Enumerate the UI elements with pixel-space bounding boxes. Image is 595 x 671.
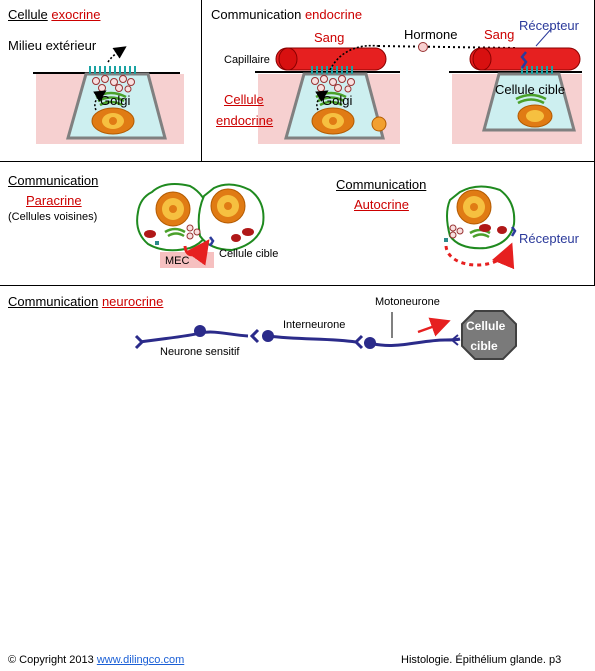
capillary-left bbox=[275, 47, 387, 71]
capillaire-label: Capillaire bbox=[224, 54, 270, 66]
sang-right-label: Sang bbox=[484, 27, 515, 42]
neurone-sensitif-label: Neurone sensitif bbox=[160, 346, 240, 358]
milieu-label: Milieu extérieur bbox=[8, 38, 97, 53]
paracrine-title-1: Communication bbox=[8, 173, 99, 188]
exocrine-golgi-label: Golgi bbox=[100, 93, 131, 108]
neurocrine-title-highlight: neurocrine bbox=[101, 294, 164, 309]
endocrine-title: Communication endocrine bbox=[211, 8, 362, 21]
neurocrine-title-prefix: Communication bbox=[8, 294, 99, 309]
interneurone-label: Interneurone bbox=[283, 319, 346, 331]
neurocrine-title: Communication neurocrine bbox=[8, 295, 163, 308]
motoneurone-label: Motoneurone bbox=[375, 296, 440, 308]
exocrine-title-highlight: exocrine bbox=[51, 7, 101, 22]
sang-left-label: Sang bbox=[314, 30, 345, 45]
autocrine-title-2: Autocrine bbox=[354, 197, 409, 212]
top-divider bbox=[0, 161, 595, 162]
autocrine-recepteur-label: Récepteur bbox=[519, 231, 579, 246]
endocrine-title-prefix: Communication bbox=[211, 7, 302, 22]
target-cell-endocrine bbox=[449, 51, 582, 144]
neuron-somas bbox=[194, 325, 376, 349]
paracrine-target-label: Cellule cible bbox=[219, 248, 279, 260]
hormone-label: Hormone bbox=[404, 27, 458, 42]
red-signal-arrow bbox=[417, 317, 451, 337]
top-vertical-divider bbox=[201, 0, 202, 161]
footer-link[interactable]: www.dilingco.com bbox=[96, 654, 185, 666]
endocrine-title-highlight: endocrine bbox=[304, 7, 363, 22]
autocrine-title-1: Communication bbox=[336, 177, 427, 192]
endocrine-cell bbox=[255, 44, 400, 144]
endocrine-cell-label-1: Cellule bbox=[224, 92, 264, 107]
paracrine-cells bbox=[136, 183, 265, 268]
paracrine-subtitle: (Cellules voisines) bbox=[8, 211, 98, 223]
exocrine-title: Cellule exocrine bbox=[8, 8, 101, 21]
endocrine-recepteur-label: Récepteur bbox=[519, 18, 579, 33]
footer-copyright: © Copyright 2013 www.dilingco.com bbox=[8, 655, 184, 666]
mec-label: MEC bbox=[165, 255, 190, 267]
target-cell-octagon bbox=[461, 310, 517, 360]
footer-page-label: Histologie. Épithélium glande. p3 bbox=[401, 654, 562, 666]
exocrine-cell bbox=[33, 46, 184, 144]
exocrine-title-prefix: Cellule bbox=[8, 7, 48, 22]
paracrine-title-2: Paracrine bbox=[26, 193, 82, 208]
autocrine-cell bbox=[444, 185, 517, 270]
target-cell-label-1: Cellule bbox=[466, 319, 506, 333]
copyright-text: © Copyright 2013 bbox=[8, 654, 94, 666]
middle-divider bbox=[0, 285, 595, 286]
synapse-terminal bbox=[451, 334, 459, 346]
endocrine-golgi-label: Golgi bbox=[322, 93, 353, 108]
endocrine-cell-label-2: endocrine bbox=[216, 113, 274, 128]
endocrine-target-label: Cellule cible bbox=[495, 82, 566, 97]
target-cell-label-2: cible bbox=[470, 339, 498, 353]
